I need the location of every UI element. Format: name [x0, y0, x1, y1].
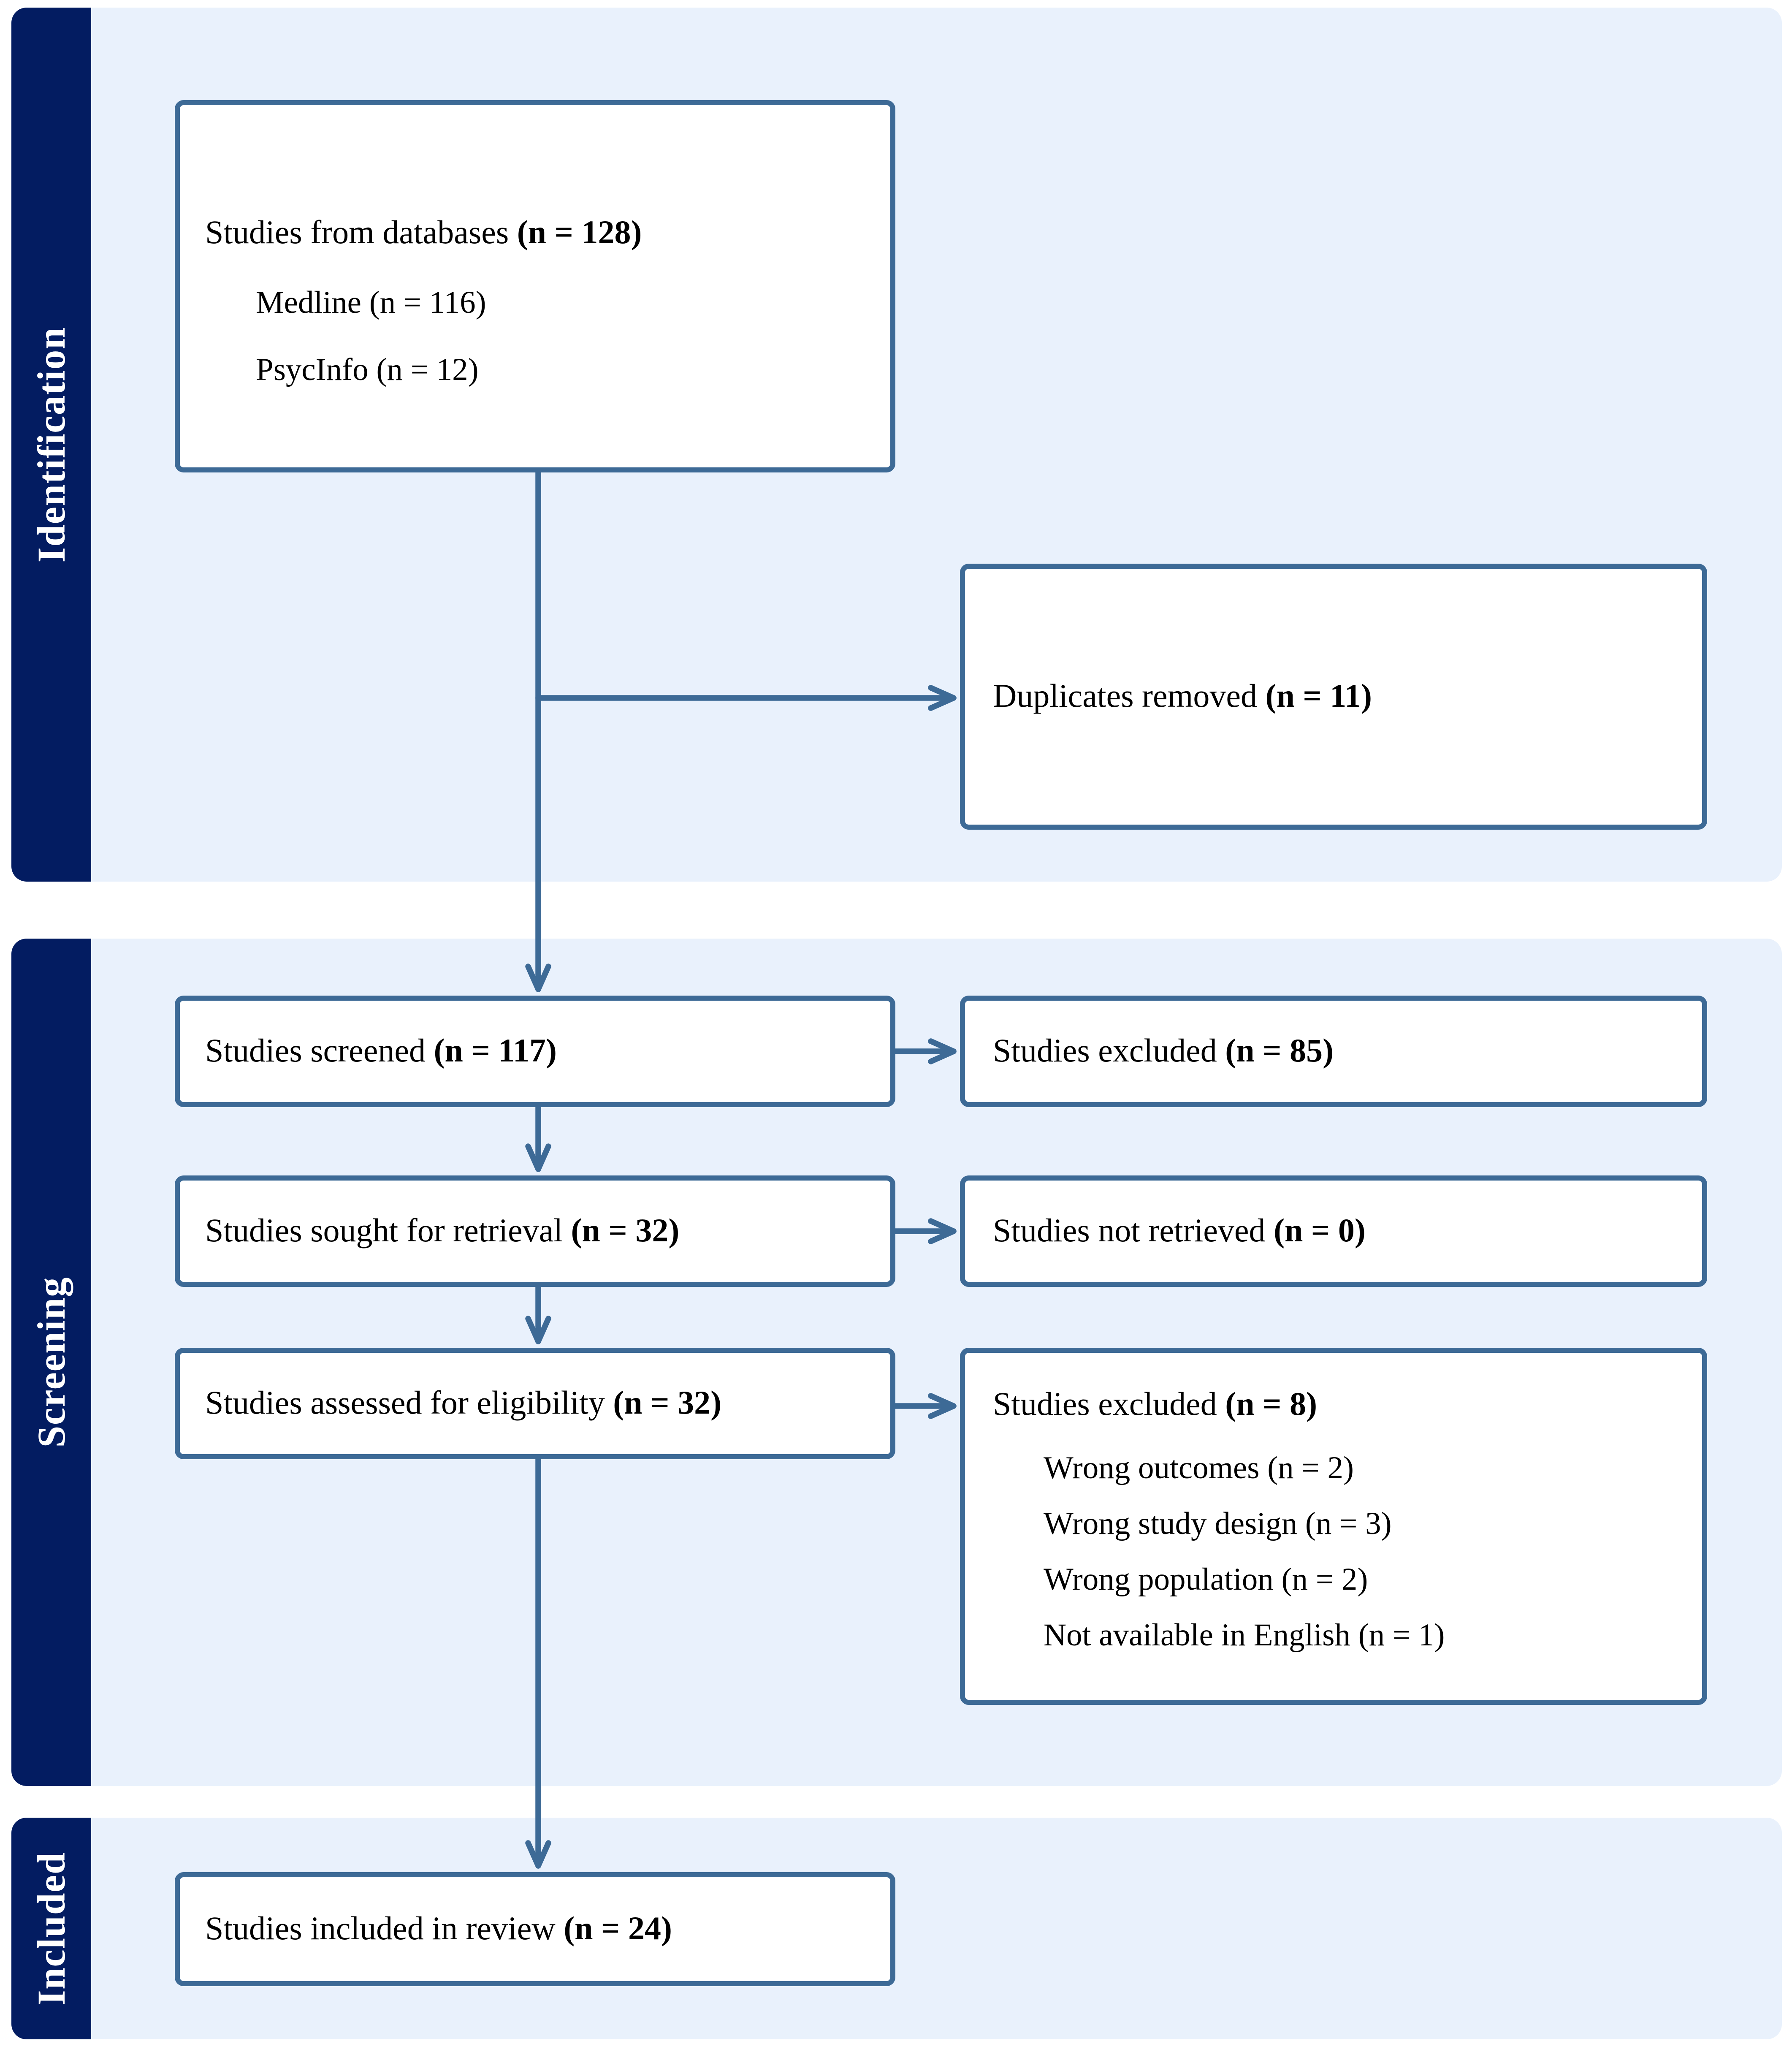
count-badge: (n = 32) [571, 1212, 680, 1249]
stage-block-identification: Identification [11, 8, 91, 882]
count-badge: (n = 85) [1225, 1032, 1334, 1069]
box-studies-not-retrieved: Studies not retrieved (n = 0) [960, 1175, 1707, 1287]
box-title: Studies assessed for eligibility (n = 32… [205, 1384, 722, 1421]
count-badge: (n = 117) [434, 1032, 557, 1069]
database-list: Medline (n = 116) PsycInfo (n = 12) [205, 270, 873, 404]
box-title: Studies included in review (n = 24) [205, 1910, 672, 1947]
box-studies-from-databases: Studies from databases (n = 128) Medline… [175, 100, 895, 472]
count-badge: (n = 32) [613, 1384, 722, 1421]
count-badge: (n = 11) [1265, 678, 1372, 714]
list-item: PsycInfo (n = 12) [256, 353, 479, 388]
box-title: Studies screened (n = 117) [205, 1032, 557, 1069]
box-studies-excluded-eligibility: Studies excluded (n = 8) Wrong outcomes … [960, 1348, 1707, 1705]
stage-block-included: Included [11, 1818, 91, 2039]
box-studies-included-review: Studies included in review (n = 24) [175, 1872, 895, 1986]
list-item: Wrong outcomes (n = 2) [1044, 1452, 1354, 1486]
stage-label-included: Included [28, 1851, 73, 2006]
box-title: Studies sought for retrieval (n = 32) [205, 1212, 680, 1249]
stage-label-identification: Identification [28, 326, 73, 563]
count-badge: (n = 24) [564, 1910, 672, 1947]
box-studies-assessed-eligibility: Studies assessed for eligibility (n = 32… [175, 1348, 895, 1459]
list-item: Not available in English (n = 1) [1044, 1619, 1445, 1653]
stage-label-screening: Screening [28, 1277, 73, 1448]
list-item: Wrong study design (n = 3) [1044, 1507, 1392, 1542]
count-badge: (n = 128) [517, 214, 642, 251]
box-studies-screened: Studies screened (n = 117) [175, 996, 895, 1107]
stage-block-screening: Screening [11, 939, 91, 1786]
box-title: Studies not retrieved (n = 0) [993, 1212, 1366, 1249]
box-title: Studies excluded (n = 8) [993, 1386, 1318, 1422]
box-studies-sought-retrieval: Studies sought for retrieval (n = 32) [175, 1175, 895, 1287]
box-studies-excluded-screening: Studies excluded (n = 85) [960, 996, 1707, 1107]
count-badge: (n = 0) [1274, 1212, 1366, 1249]
list-item: Wrong population (n = 2) [1044, 1563, 1368, 1597]
box-title: Duplicates removed (n = 11) [993, 678, 1372, 714]
count-badge: (n = 8) [1225, 1386, 1318, 1422]
list-item: Medline (n = 116) [256, 286, 486, 320]
box-title: Studies from databases (n = 128) [205, 214, 642, 251]
exclusion-reason-list: Wrong outcomes (n = 2) Wrong study desig… [993, 1441, 1684, 1664]
box-duplicates-removed: Duplicates removed (n = 11) [960, 564, 1707, 830]
box-title: Studies excluded (n = 85) [993, 1032, 1334, 1069]
